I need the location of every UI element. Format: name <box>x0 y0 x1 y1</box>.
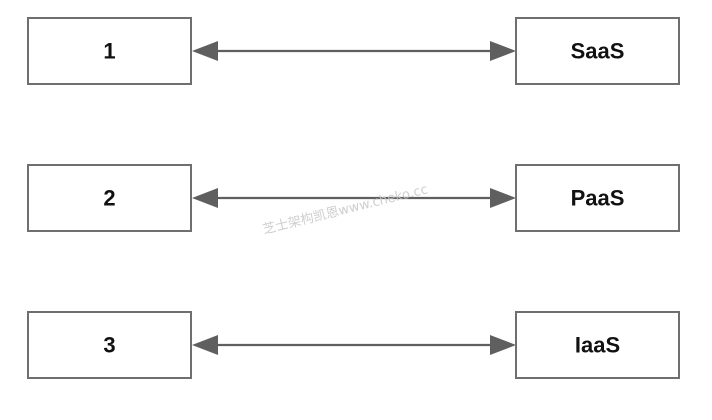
left-box-2 <box>27 164 192 232</box>
arrowhead-left-2 <box>192 188 218 208</box>
right-box-2-label: PaaS <box>571 186 625 211</box>
left-box-2-label: 2 <box>103 186 115 211</box>
diagram-row-3: 3 IaaS <box>27 311 680 379</box>
left-box-1 <box>27 17 192 85</box>
left-box-3 <box>27 311 192 379</box>
right-box-3 <box>515 311 680 379</box>
right-box-2 <box>515 164 680 232</box>
right-box-1-label: SaaS <box>571 39 625 64</box>
diagram-row-2: 2 PaaS <box>27 164 680 232</box>
arrowhead-left-3 <box>192 335 218 355</box>
arrowhead-left-1 <box>192 41 218 61</box>
left-box-1-label: 1 <box>103 39 115 64</box>
right-box-1 <box>515 17 680 85</box>
left-box-3-label: 3 <box>103 333 115 358</box>
watermark-text: 芝士架构凯恩www.cheko.cc <box>261 181 429 238</box>
arrowhead-right-3 <box>490 335 516 355</box>
diagram-row-1: 1 SaaS <box>27 17 680 85</box>
right-box-3-label: IaaS <box>575 333 620 358</box>
arrowhead-right-2 <box>490 188 516 208</box>
arrowhead-right-1 <box>490 41 516 61</box>
